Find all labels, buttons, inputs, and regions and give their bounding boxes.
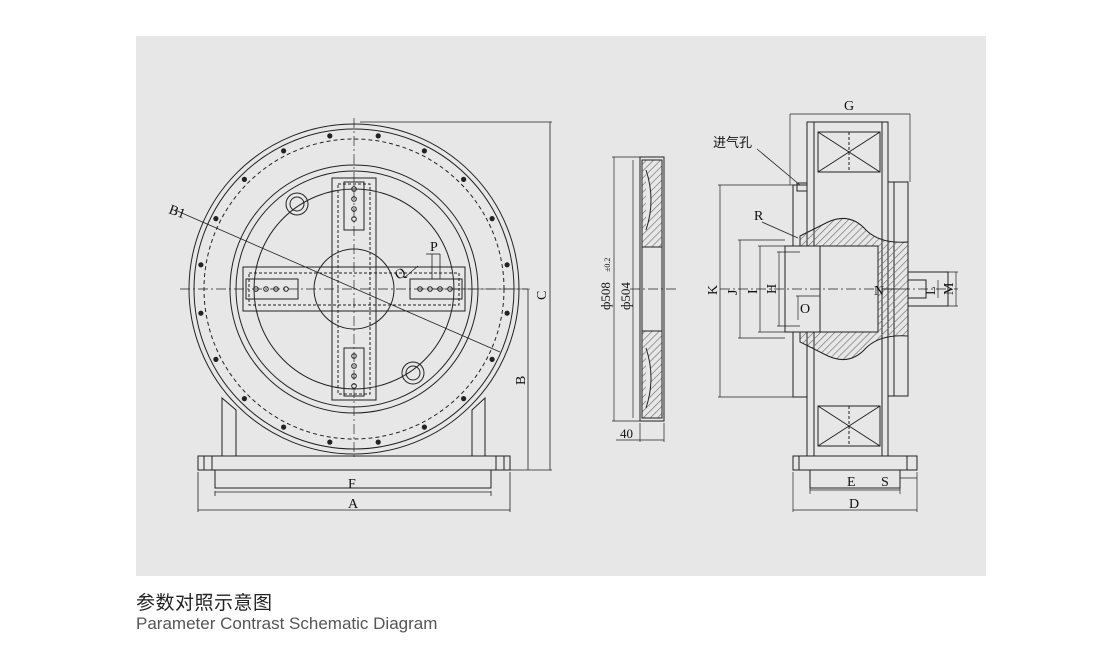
label-l: L xyxy=(924,286,939,295)
label-m: M xyxy=(942,282,957,295)
label-p: P xyxy=(430,240,438,255)
bolt-hole xyxy=(327,439,333,445)
caption-title-cn: 参数对照示意图 xyxy=(136,592,273,614)
label-d508-tolerance: ±0.2 xyxy=(603,258,612,272)
label-a: A xyxy=(348,497,359,512)
front-base-plate xyxy=(197,455,511,471)
front-bolt-holes xyxy=(198,133,510,445)
side-base-plate xyxy=(792,455,918,471)
label-c: C xyxy=(535,291,550,300)
label-r: R xyxy=(754,209,764,224)
label-i: I xyxy=(746,289,761,294)
front-air-hole-bottom xyxy=(401,361,425,385)
label-e: E xyxy=(847,475,856,490)
front-support-right xyxy=(471,396,486,457)
label-o: O xyxy=(800,302,810,317)
bolt-hole xyxy=(489,216,495,222)
label-j: J xyxy=(726,289,741,295)
drawing-panel: B1 P Q F A B C ф508 ±0.2 ф504 40 xyxy=(136,36,986,576)
front-base-block xyxy=(214,469,492,489)
label-n: N xyxy=(874,284,884,299)
front-air-hole-top xyxy=(285,192,309,216)
bolt-hole xyxy=(241,176,247,182)
bolt-hole xyxy=(327,133,333,139)
bolt-hole xyxy=(198,310,204,316)
label-k: K xyxy=(706,285,721,295)
label-40: 40 xyxy=(620,426,633,441)
bolt-hole xyxy=(504,310,510,316)
bolt-hole xyxy=(213,356,219,362)
bolt-hole xyxy=(375,439,381,445)
caption-title-en: Parameter Contrast Schematic Diagram xyxy=(136,614,438,633)
bolt-hole xyxy=(375,133,381,139)
bolt-hole xyxy=(213,216,219,222)
label-q: Q xyxy=(393,265,409,283)
front-support-left xyxy=(221,396,237,457)
bolt-hole xyxy=(421,424,427,430)
section-view xyxy=(612,156,676,442)
bolt-hole xyxy=(198,262,204,268)
front-jaw-bolts xyxy=(253,186,453,389)
bolt-hole xyxy=(421,148,427,154)
label-d: D xyxy=(849,497,859,512)
front-view xyxy=(174,118,552,512)
bolt-hole xyxy=(281,148,287,154)
bolt-hole xyxy=(461,176,467,182)
bolt-hole xyxy=(504,262,510,268)
side-view xyxy=(718,113,958,512)
schematic-drawing: B1 P Q F A B C ф508 ±0.2 ф504 40 xyxy=(167,99,958,512)
bolt-hole xyxy=(489,356,495,362)
label-d504: ф504 xyxy=(618,282,633,310)
label-h: H xyxy=(765,284,780,294)
label-b1: B1 xyxy=(167,203,187,223)
label-g: G xyxy=(844,99,854,114)
label-f: F xyxy=(348,477,356,492)
label-b: B xyxy=(514,376,529,385)
bolt-hole xyxy=(281,424,287,430)
bolt-hole xyxy=(241,396,247,402)
label-air-inlet: 进气孔 xyxy=(713,135,752,151)
bolt-hole xyxy=(461,396,467,402)
label-s: S xyxy=(881,475,889,490)
label-d508: ф508 xyxy=(598,282,613,310)
